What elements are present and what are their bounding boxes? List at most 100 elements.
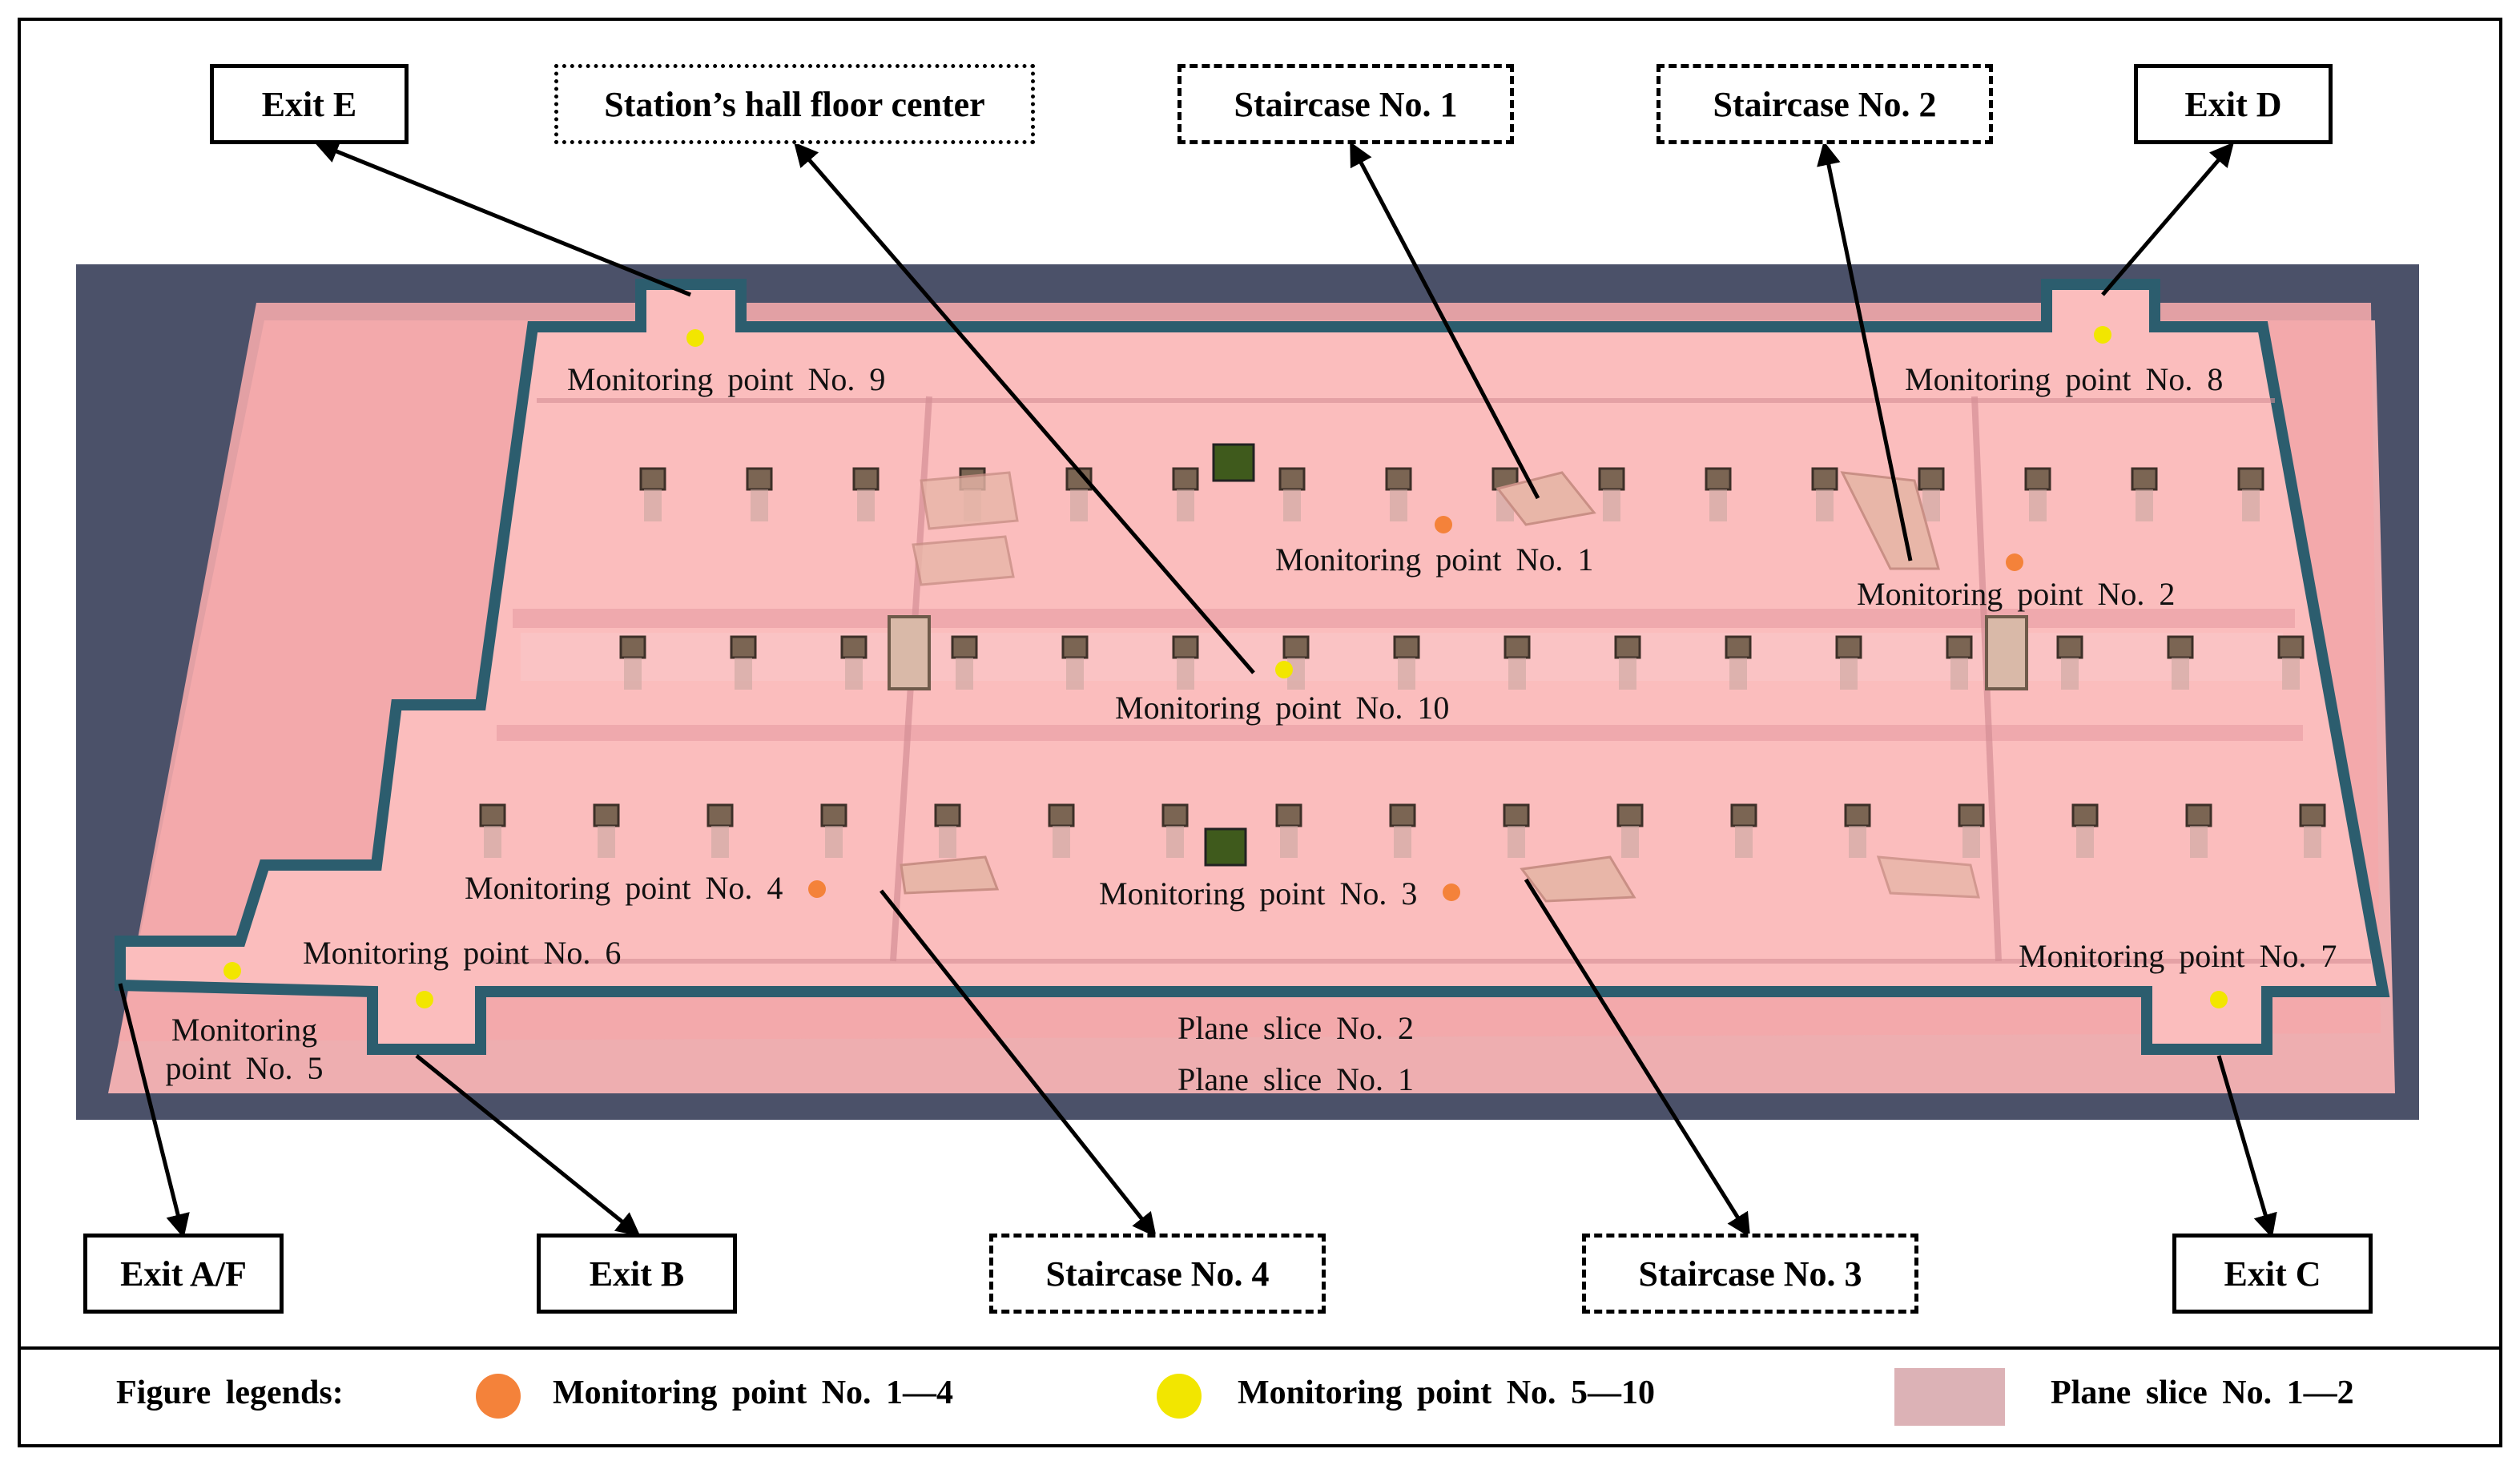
monitoring-point-6-dot bbox=[416, 991, 433, 1008]
column-row-1-item-6 bbox=[1172, 467, 1199, 521]
staircase-extra-models bbox=[912, 471, 1980, 899]
monitoring-point-8-label: Monitoring point No. 8 bbox=[1905, 361, 2224, 397]
column-row-1-item-12 bbox=[1811, 467, 1838, 521]
plane-slice-1-label: Plane slice No. 1 bbox=[1177, 1061, 1415, 1097]
column-row-1-item-10 bbox=[1598, 467, 1625, 521]
equipment-green-top bbox=[1212, 443, 1255, 482]
column-row-2-item-9 bbox=[1504, 635, 1531, 690]
staircase-2-model bbox=[1840, 471, 1940, 570]
column-row-2-item-11 bbox=[1725, 635, 1752, 690]
monitoring-point-4-label: Monitoring point No. 4 bbox=[465, 870, 783, 906]
monitoring-point-8-dot bbox=[2094, 326, 2111, 344]
interior-band-middle bbox=[497, 725, 2303, 741]
arrow-exit-b bbox=[415, 1054, 641, 1237]
column-row-3-item-9 bbox=[1389, 803, 1416, 858]
monitoring-points bbox=[223, 326, 2228, 1008]
arrow-exit-af bbox=[118, 983, 190, 1238]
column-row-3-item-5 bbox=[934, 803, 961, 858]
column-row-1-item-13 bbox=[1918, 467, 1945, 521]
legend-title: Figure legends: bbox=[116, 1374, 344, 1411]
equipment-green-bottom bbox=[1204, 827, 1247, 867]
column-row-3-item-14 bbox=[1958, 803, 1985, 858]
equipment-block-right bbox=[1985, 615, 2028, 690]
column-row-2-item-2 bbox=[730, 635, 757, 690]
monitoring-point-7-label: Monitoring point No. 7 bbox=[2019, 938, 2337, 974]
exit-e-box: Exit E bbox=[210, 64, 409, 144]
column-row-3-item-4 bbox=[820, 803, 847, 858]
column-row-2-item-12 bbox=[1835, 635, 1862, 690]
column-row-3-item-7 bbox=[1161, 803, 1189, 858]
exit-af-box: Exit A/F bbox=[83, 1234, 284, 1314]
monitoring-point-4-dot bbox=[808, 880, 826, 898]
monitoring-point-7-dot bbox=[2210, 991, 2228, 1008]
column-row-1-item-7 bbox=[1278, 467, 1306, 521]
leader-arrows bbox=[118, 140, 2277, 1238]
column-row-3-item-2 bbox=[593, 803, 620, 858]
monitoring-point-2-dot bbox=[2006, 553, 2023, 571]
column-row-1-item-14 bbox=[2024, 467, 2051, 521]
column-row-3-item-13 bbox=[1844, 803, 1871, 858]
column-row-1-item-2 bbox=[746, 467, 773, 521]
monitoring-point-3-dot bbox=[1443, 883, 1460, 901]
exit-d-box: Exit D bbox=[2134, 64, 2333, 144]
column-row-2-item-14 bbox=[2056, 635, 2083, 690]
column-row-2-item-8 bbox=[1393, 635, 1420, 690]
monitoring-point-3-label: Monitoring point No. 3 bbox=[1099, 875, 1418, 912]
staircase-2-box: Staircase No. 2 bbox=[1657, 64, 1993, 144]
column-row-1-item-11 bbox=[1705, 467, 1732, 521]
column-row-1-item-5 bbox=[1065, 467, 1093, 521]
arrow-hall-center bbox=[794, 142, 1255, 674]
column-row-3-item-8 bbox=[1275, 803, 1302, 858]
legend-yellow-dot bbox=[1157, 1374, 1202, 1419]
column-row-3-item-17 bbox=[2299, 803, 2326, 858]
column-row-2-item-1 bbox=[619, 635, 646, 690]
arrow-exit-c bbox=[2216, 1055, 2277, 1238]
staircase-3-model bbox=[1520, 855, 1636, 903]
column-row-3-item-1 bbox=[479, 803, 506, 858]
figure-frame bbox=[18, 18, 2502, 1447]
monitoring-point-5-label-line1: Monitoring bbox=[171, 1012, 318, 1048]
arrow-staircase-1 bbox=[1350, 141, 1540, 500]
equipment-block-left bbox=[888, 615, 931, 690]
column-row-2-item-10 bbox=[1614, 635, 1641, 690]
plane-slice-2-label: Plane slice No. 2 bbox=[1177, 1010, 1415, 1046]
monitoring-point-9-label: Monitoring point No. 9 bbox=[567, 361, 886, 397]
staircase-1-box: Staircase No. 1 bbox=[1177, 64, 1514, 144]
arrow-staircase-3 bbox=[1524, 878, 1751, 1238]
arrow-staircase-4 bbox=[880, 889, 1157, 1238]
column-row-1-item-3 bbox=[852, 467, 880, 521]
column-row-3-item-16 bbox=[2185, 803, 2212, 858]
legend-slice-label: Plane slice No. 1—2 bbox=[2051, 1374, 2354, 1411]
column-row-1-item-1 bbox=[639, 467, 666, 521]
column-row-3-item-12 bbox=[1730, 803, 1757, 858]
monitoring-point-10-label: Monitoring point No. 10 bbox=[1115, 690, 1450, 726]
column-row-3-item-10 bbox=[1503, 803, 1530, 858]
monitoring-point-6-label: Monitoring point No. 6 bbox=[303, 935, 622, 971]
staircase-3-box: Staircase No. 3 bbox=[1582, 1234, 1918, 1314]
monitoring-point-9-dot bbox=[686, 329, 704, 347]
column-row-3-item-6 bbox=[1048, 803, 1075, 858]
monitoring-point-5-label-line2: point No. 5 bbox=[165, 1050, 324, 1086]
exit-b-box: Exit B bbox=[537, 1234, 737, 1314]
column-row-2-item-5 bbox=[1061, 635, 1089, 690]
legend-orange-dot bbox=[476, 1374, 521, 1419]
column-row-1-item-8 bbox=[1385, 467, 1412, 521]
column-row-2-item-15 bbox=[2167, 635, 2194, 690]
column-row-1-item-15 bbox=[2131, 467, 2158, 521]
monitoring-point-1-label: Monitoring point No. 1 bbox=[1275, 541, 1594, 578]
legend-orange-label: Monitoring point No. 1—4 bbox=[553, 1374, 954, 1411]
monitoring-point-10-dot bbox=[1275, 661, 1293, 678]
column-row-3-item-3 bbox=[706, 803, 734, 858]
monitoring-point-5-label: Monitoring point No. 5 bbox=[152, 1011, 336, 1088]
monitoring-point-2-label: Monitoring point No. 2 bbox=[1857, 576, 2176, 612]
staircase-4-box: Staircase No. 4 bbox=[989, 1234, 1326, 1314]
arrow-exit-d bbox=[2101, 142, 2234, 296]
column-row-2-item-4 bbox=[951, 635, 978, 690]
exit-c-box: Exit C bbox=[2172, 1234, 2373, 1314]
monitoring-point-1-dot bbox=[1435, 516, 1452, 533]
column-row-2-item-13 bbox=[1946, 635, 1973, 690]
column-row-3-item-15 bbox=[2071, 803, 2099, 858]
column-row-2-item-6 bbox=[1172, 635, 1199, 690]
